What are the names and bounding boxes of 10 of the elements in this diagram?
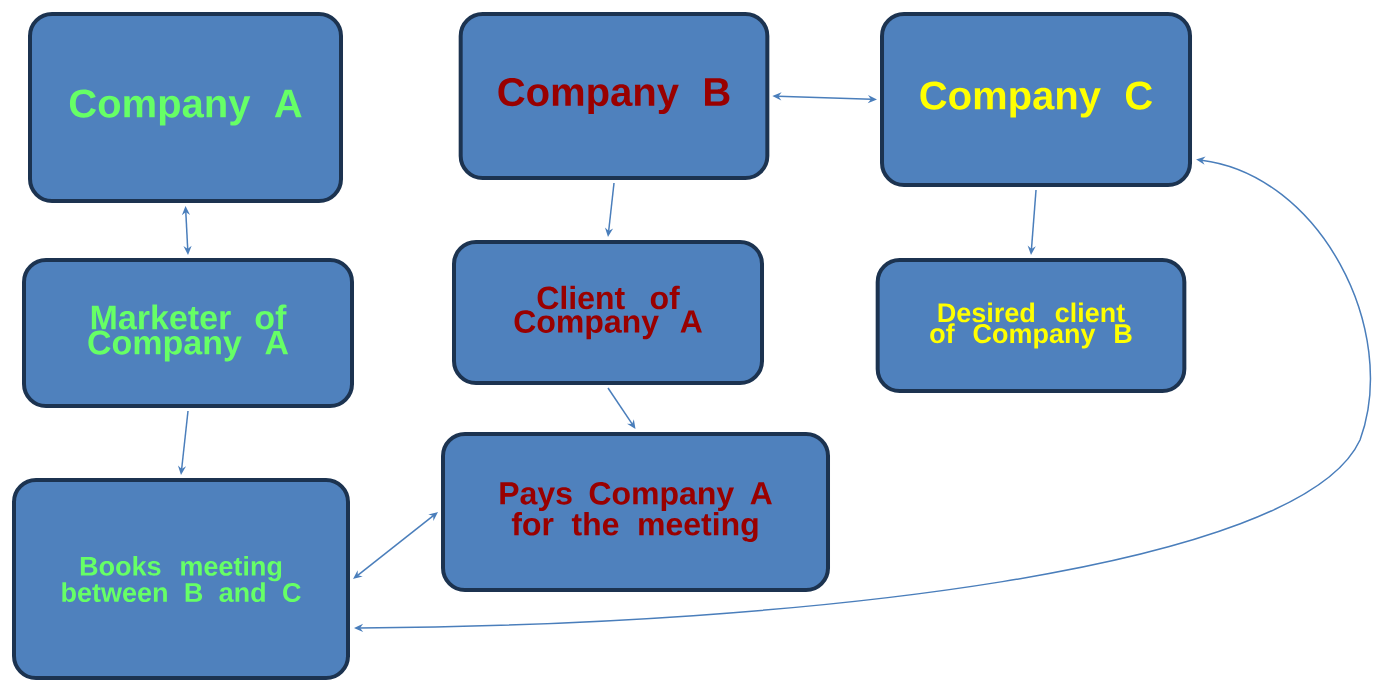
process-box: Desired client of Company B bbox=[875, 258, 1187, 393]
process-box: Books meeting between B and C bbox=[12, 478, 350, 680]
process-box: Pays Company A for the meeting bbox=[441, 432, 830, 592]
arrow bbox=[607, 387, 636, 429]
process-box: Company B bbox=[458, 12, 770, 180]
process-box: Client of Company A bbox=[452, 240, 764, 385]
process-box: Marketer of Company A bbox=[22, 258, 354, 408]
process-box: Company A bbox=[28, 12, 343, 203]
process-box: Company C bbox=[880, 12, 1192, 187]
arrow bbox=[353, 512, 438, 579]
